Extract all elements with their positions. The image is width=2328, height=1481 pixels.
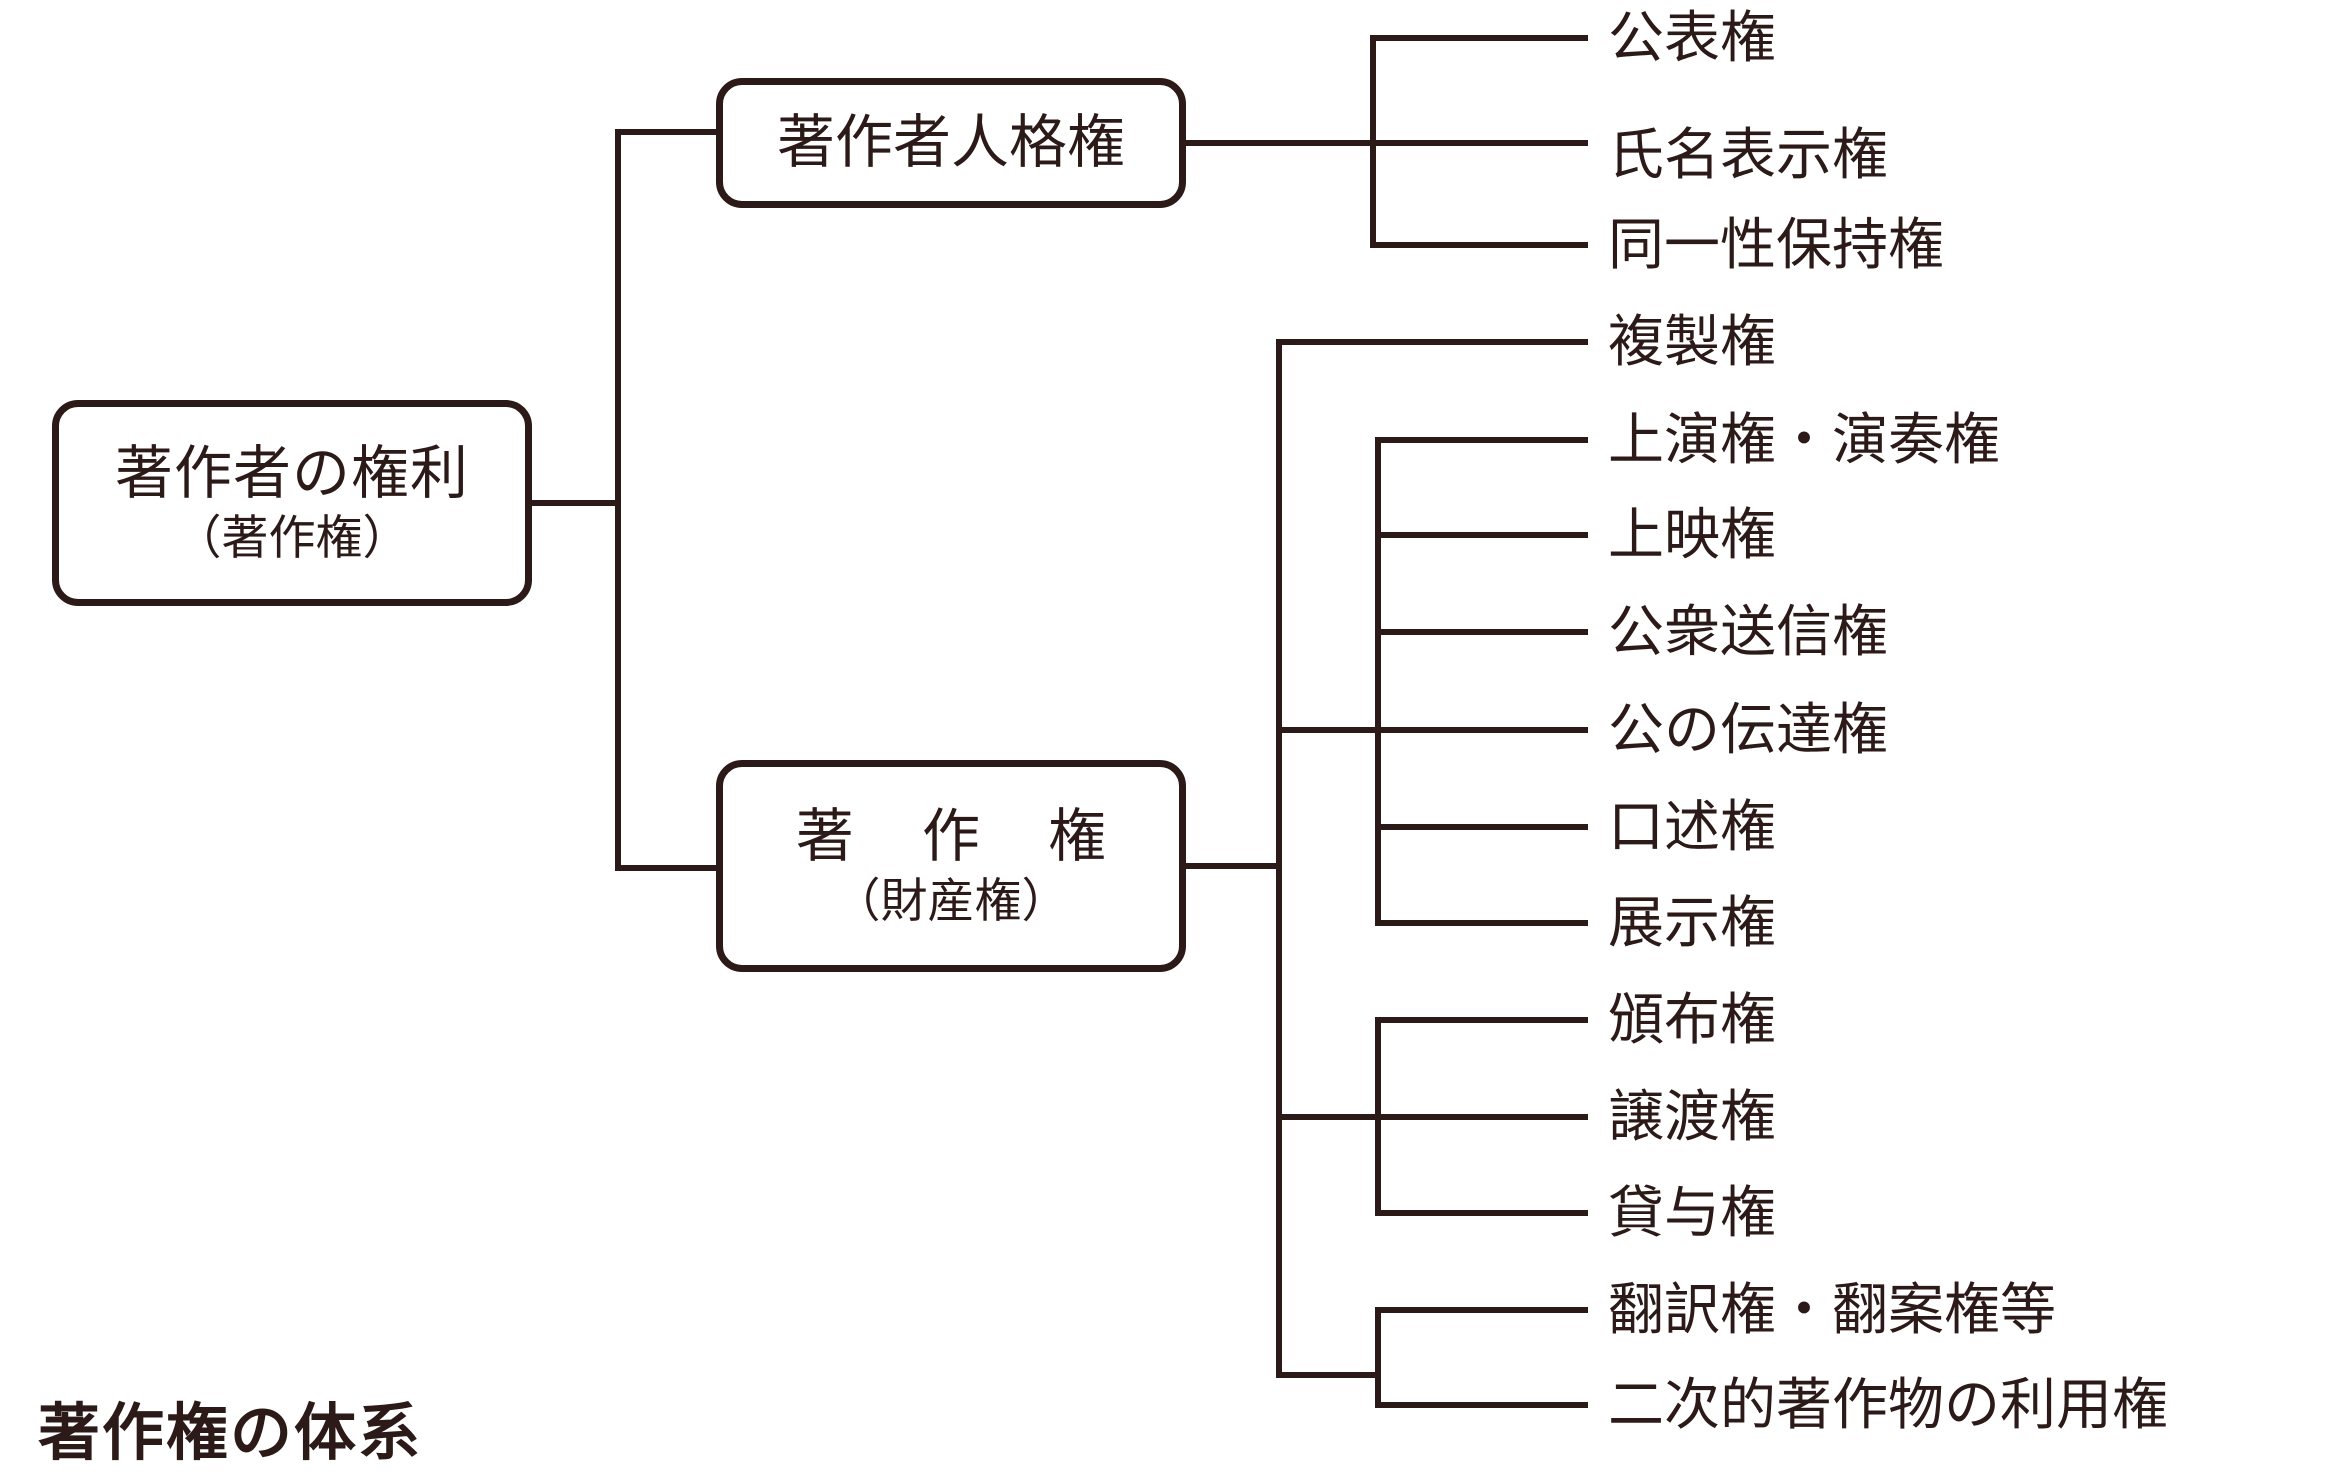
node-economic-rights-line1: 著 作 権 <box>795 804 1133 870</box>
leaf-label-konodentatsuken: 公の伝達権 <box>1608 698 1888 761</box>
diagram-caption: 著作権の体系 <box>38 1399 423 1468</box>
leaf-label-joenken-ensoken: 上演権・演奏権 <box>1608 408 2000 471</box>
leaf-label-honyakuken-honanken-to: 翻訳権・翻案権等 <box>1608 1278 2056 1341</box>
leaf-label-doitsuseihojiken: 同一性保持権 <box>1608 213 1944 276</box>
leaf-label-taiyoken: 貸与権 <box>1608 1181 1776 1244</box>
node-moral-rights-line1: 著作者人格権 <box>776 110 1125 176</box>
leaf-label-kohyoken: 公表権 <box>1608 6 1776 69</box>
node-root-authors-rights[interactable]: 著作者の権利 （著作権） <box>52 400 532 606</box>
node-economic-rights[interactable]: 著 作 権 （財産権） <box>716 760 1186 972</box>
leaf-label-shimeihyojiken: 氏名表示権 <box>1608 123 1888 186</box>
node-economic-rights-line2: （財産権） <box>833 873 1069 927</box>
node-moral-rights[interactable]: 著作者人格権 <box>716 78 1186 208</box>
leaf-label-kojutsuken: 口述権 <box>1608 795 1776 858</box>
leaf-label-koshusoshinken: 公衆送信権 <box>1608 600 1888 663</box>
leaf-label-jotoken: 譲渡権 <box>1608 1085 1776 1148</box>
leaf-label-tenjiken: 展示権 <box>1608 891 1776 954</box>
leaf-label-hanpuken: 頒布権 <box>1608 988 1776 1051</box>
node-root-line1: 著作者の権利 <box>114 441 469 507</box>
node-root-line2: （著作権） <box>174 510 410 564</box>
leaf-label-joeiken: 上映権 <box>1608 503 1776 566</box>
leaf-label-nijitekichosakubutsu: 二次的著作物の利用権 <box>1608 1373 2168 1436</box>
leaf-label-fukuseiken: 複製権 <box>1608 310 1776 373</box>
